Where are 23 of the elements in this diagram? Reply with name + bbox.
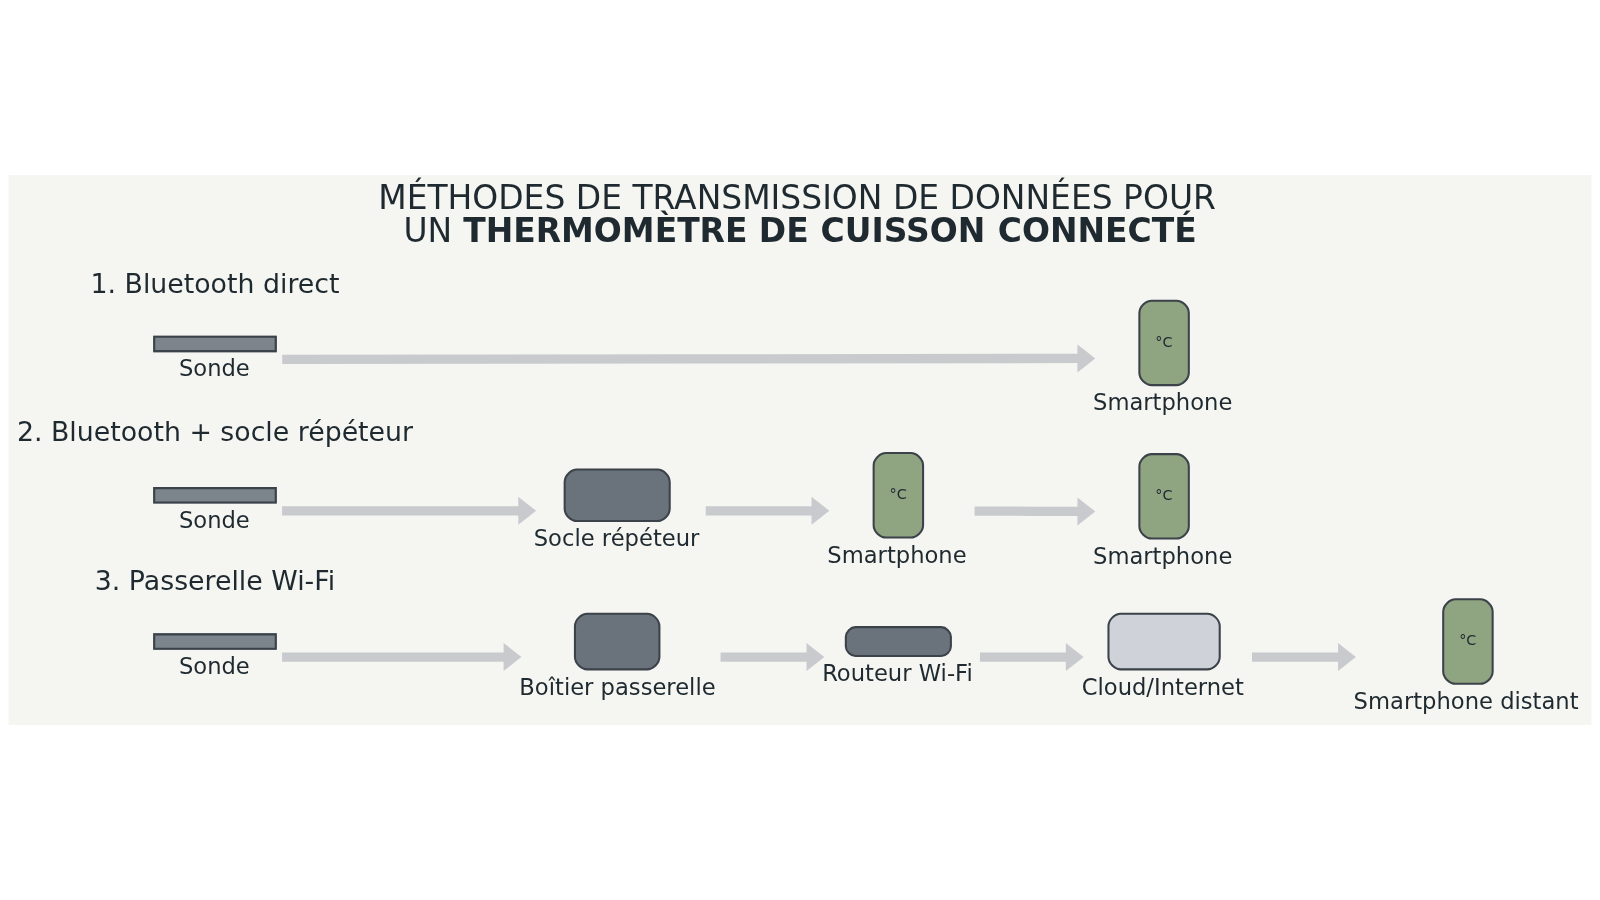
- node-label: Cloud/Internet: [1081, 673, 1244, 700]
- node-label: Smartphone distant: [1353, 688, 1579, 715]
- node-label: Sonde: [178, 653, 250, 680]
- arrow: [979, 643, 1084, 672]
- node-label: Routeur Wi-Fi: [822, 660, 973, 687]
- node-label: Smartphone: [827, 541, 967, 568]
- arrow: [1252, 643, 1356, 672]
- node-label: Smartphone: [1093, 542, 1233, 569]
- arrow: [705, 496, 830, 525]
- arrow: [282, 643, 522, 672]
- arrow: [282, 344, 1096, 373]
- arrow: [282, 496, 537, 525]
- label: 2. Bluetooth + socle répéteur: [16, 416, 414, 448]
- diagram-title: MÉTHODES DE TRANSMISSION DE DONNÉES POUR UN THERMOMÈTRE DE CUISSON CONNECTÉ: [378, 177, 1216, 250]
- label: 1. Bluetooth direct: [90, 267, 340, 299]
- node-label: Socle répéteur: [533, 525, 700, 552]
- arrow: [974, 497, 1096, 526]
- node-label: Boîtier passerelle: [519, 673, 716, 700]
- node-label: Sonde: [178, 355, 250, 382]
- arrow: [720, 643, 825, 672]
- label: 3. Passerelle Wi-Fi: [94, 565, 336, 597]
- node-label: Sonde: [178, 506, 250, 533]
- node-label: Smartphone: [1093, 389, 1233, 416]
